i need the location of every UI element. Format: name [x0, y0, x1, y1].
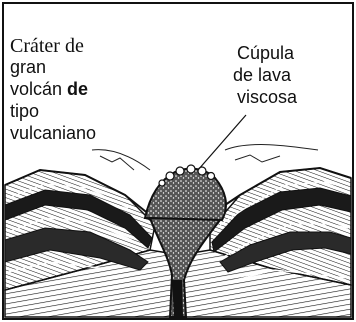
crater-label-line5: vulcaniano: [10, 124, 96, 142]
dome-pointer-line: [198, 115, 246, 170]
crater-rim-sketch: [92, 145, 318, 170]
crater-label-line3: volcán de: [10, 80, 88, 98]
crater-label-line1: Cráter de: [10, 36, 84, 56]
crater-label-de-bold: de: [67, 79, 88, 99]
dome-label-line1: Cúpula: [237, 44, 294, 62]
crater-label-line4: tipo: [10, 102, 39, 120]
dome-label-line2: de lava: [233, 66, 291, 84]
crater-label-line2: gran: [10, 58, 46, 76]
dome-label-line3: viscosa: [237, 88, 297, 106]
crater-label-volcan: volcán: [10, 79, 62, 99]
